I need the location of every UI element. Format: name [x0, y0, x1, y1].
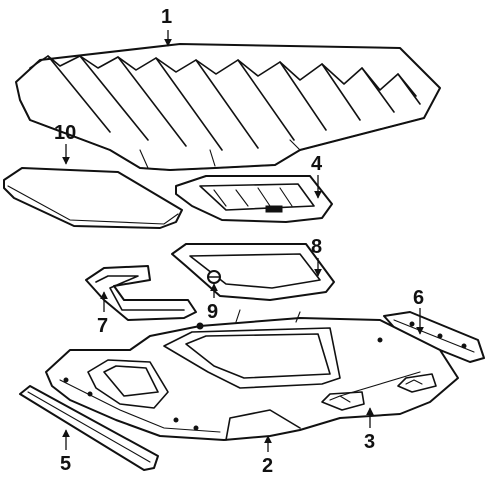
- trim-frame: [85, 265, 197, 321]
- weatherstrip: [19, 385, 159, 471]
- callout-2: 2: [262, 455, 273, 477]
- callout-5: 5: [60, 453, 71, 475]
- callout-9: 9: [207, 301, 218, 323]
- sunroof-frame-assembly: [175, 175, 333, 223]
- callout-1: 1: [161, 6, 172, 28]
- callout-8: 8: [311, 236, 322, 258]
- sunroof-glass-panel: [3, 167, 183, 229]
- callout-6: 6: [413, 287, 424, 309]
- leader-lines: [62, 30, 424, 452]
- callout-3: 3: [364, 431, 375, 453]
- callout-7: 7: [97, 315, 108, 337]
- headliner: [45, 309, 459, 441]
- roof-panel: [15, 43, 441, 171]
- callout-10: 10: [54, 122, 76, 144]
- rear-header-trim: [383, 311, 485, 363]
- callout-4: 4: [311, 153, 323, 175]
- fastener-clip: [207, 270, 221, 284]
- sunroof-seal: [171, 243, 335, 301]
